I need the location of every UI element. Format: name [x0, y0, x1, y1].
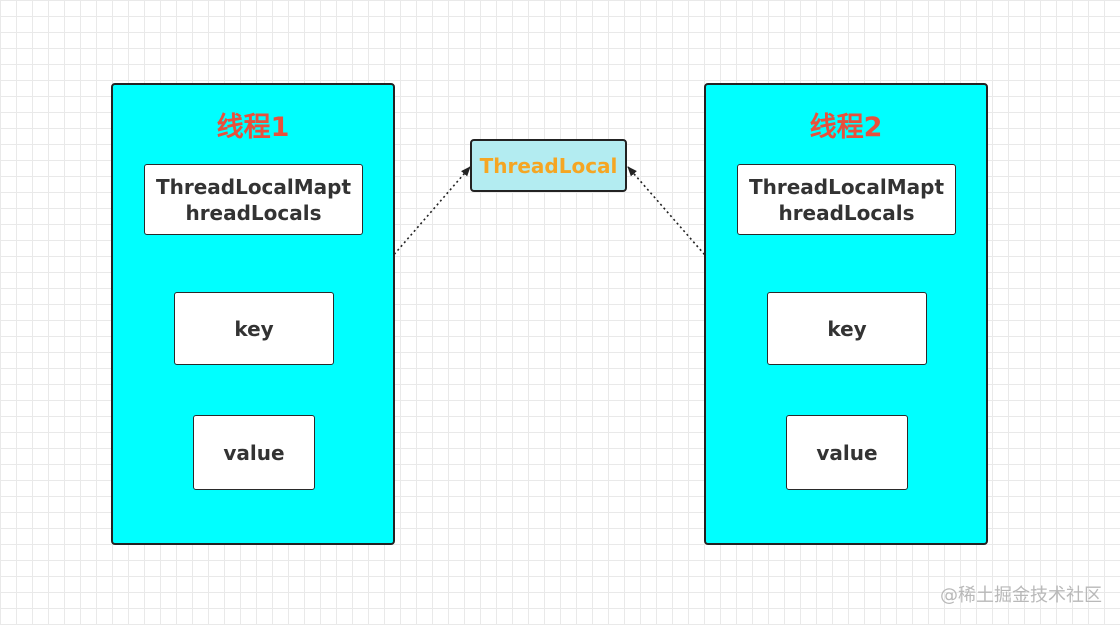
thread-2-title: 线程2 — [809, 112, 883, 143]
thread-2-value-node: value — [786, 415, 908, 490]
thread-1-map-node: ThreadLocalMapt hreadLocals — [144, 164, 363, 235]
thread-1-title: 线程1 — [216, 112, 290, 143]
thread-2-map-label-line1: ThreadLocalMapt — [748, 174, 945, 199]
thread-panel-1: 线程1 ThreadLocalMapt hreadLocals key valu… — [111, 83, 395, 545]
thread-1-value-node: value — [193, 415, 315, 490]
thread-1-map-label-line1: ThreadLocalMapt — [155, 174, 352, 199]
threadlocal-node: ThreadLocal — [470, 139, 627, 192]
thread-2-map-node: ThreadLocalMapt hreadLocals — [737, 164, 956, 235]
thread-2-key-node: key — [767, 292, 927, 365]
thread-1-key-node: key — [174, 292, 334, 365]
thread-panel-2: 线程2 ThreadLocalMapt hreadLocals key valu… — [704, 83, 988, 545]
thread-2-map-label-line2: hreadLocals — [778, 200, 915, 225]
watermark: @稀土掘金技术社区 — [940, 585, 1102, 606]
thread-1-map-label-line2: hreadLocals — [185, 200, 322, 225]
